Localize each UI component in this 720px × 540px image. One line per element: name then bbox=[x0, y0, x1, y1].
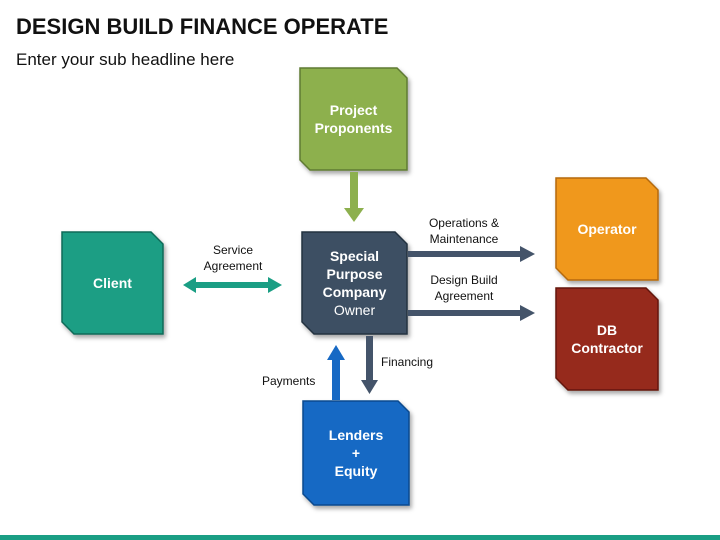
spv-box bbox=[301, 231, 408, 335]
arrow-service-agreement bbox=[183, 277, 282, 293]
arrow-operations-maintenance bbox=[408, 246, 535, 262]
client-box bbox=[61, 231, 164, 335]
design-build-agreement-label: Design Build Agreement bbox=[430, 273, 498, 304]
financing-label: Financing bbox=[381, 355, 434, 369]
lenders-label: Lenders + Equity bbox=[328, 426, 384, 480]
operator-box bbox=[555, 177, 659, 281]
operations-maintenance-label: Operations & Maintenance bbox=[428, 216, 500, 247]
db-contractor-box bbox=[555, 287, 659, 391]
spv-label-sub: Owner bbox=[333, 302, 376, 319]
arrow-design-build bbox=[408, 305, 535, 321]
spv-label-main: Special Purpose Company bbox=[322, 247, 387, 300]
project-proponents-box bbox=[299, 67, 408, 171]
client-label: Client bbox=[93, 274, 132, 291]
bottom-accent-bar bbox=[0, 535, 720, 540]
db-contractor-label: DB Contractor bbox=[571, 321, 643, 356]
service-agreement-label: Service Agreement bbox=[203, 243, 263, 274]
spv-label: Special Purpose Company Owner bbox=[302, 232, 407, 334]
lenders-box bbox=[302, 400, 410, 506]
arrow-payments bbox=[327, 345, 345, 400]
page-title: DESIGN BUILD FINANCE OPERATE bbox=[16, 14, 389, 39]
operator-label: Operator bbox=[577, 220, 637, 237]
payments-label: Payments bbox=[262, 374, 316, 388]
page-subtitle: Enter your sub headline here bbox=[16, 50, 235, 69]
arrow-proponents-to-spv bbox=[344, 172, 364, 222]
project-proponents-label: Project Proponents bbox=[314, 101, 393, 136]
arrow-financing bbox=[361, 336, 378, 394]
